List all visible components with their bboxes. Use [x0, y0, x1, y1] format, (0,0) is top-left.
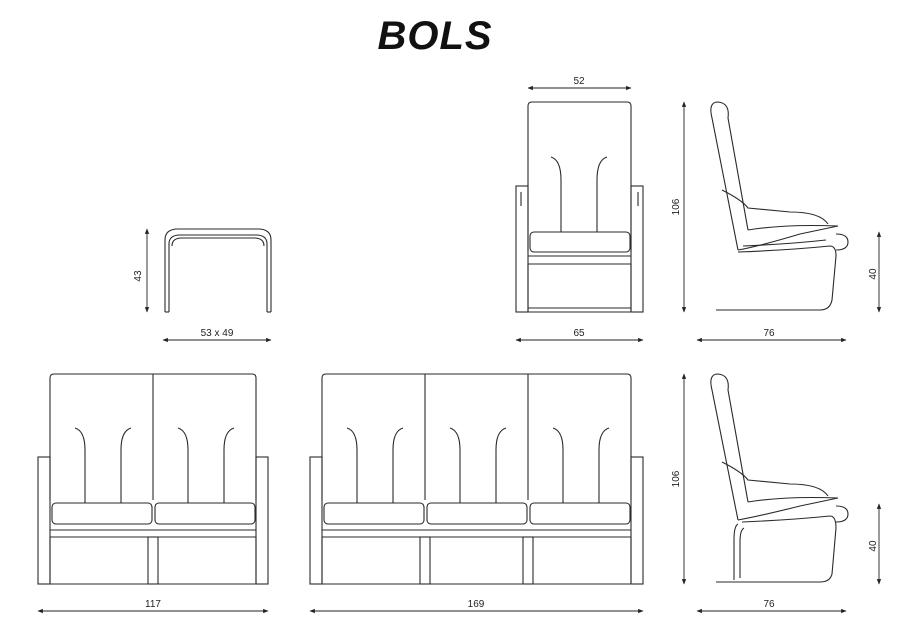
label-footstool-height: 43	[133, 270, 144, 282]
sofa-3-seat-drawing	[309, 373, 644, 585]
label-side2-seat-height: 40	[868, 540, 879, 552]
label-sofa3-width: 169	[468, 599, 485, 610]
product-title: BOLS	[377, 14, 493, 58]
label-armchair-back-width: 52	[573, 76, 585, 87]
label-side-seat-height: 40	[868, 268, 879, 280]
armchair-side-drawing	[710, 101, 849, 311]
label-side-depth: 76	[763, 328, 775, 339]
footstool-drawing	[164, 228, 272, 313]
sofa-side-drawing	[710, 373, 849, 583]
armchair-front-drawing	[515, 101, 644, 313]
label-sofa2-width: 117	[145, 599, 161, 610]
label-side2-depth: 76	[763, 599, 775, 610]
label-armchair-width: 65	[573, 328, 585, 339]
label-side2-height: 106	[671, 470, 682, 487]
sofa-2-seat-drawing	[37, 373, 269, 585]
label-footstool-size: 53 x 49	[201, 328, 234, 339]
label-armchair-height: 106	[671, 198, 682, 215]
